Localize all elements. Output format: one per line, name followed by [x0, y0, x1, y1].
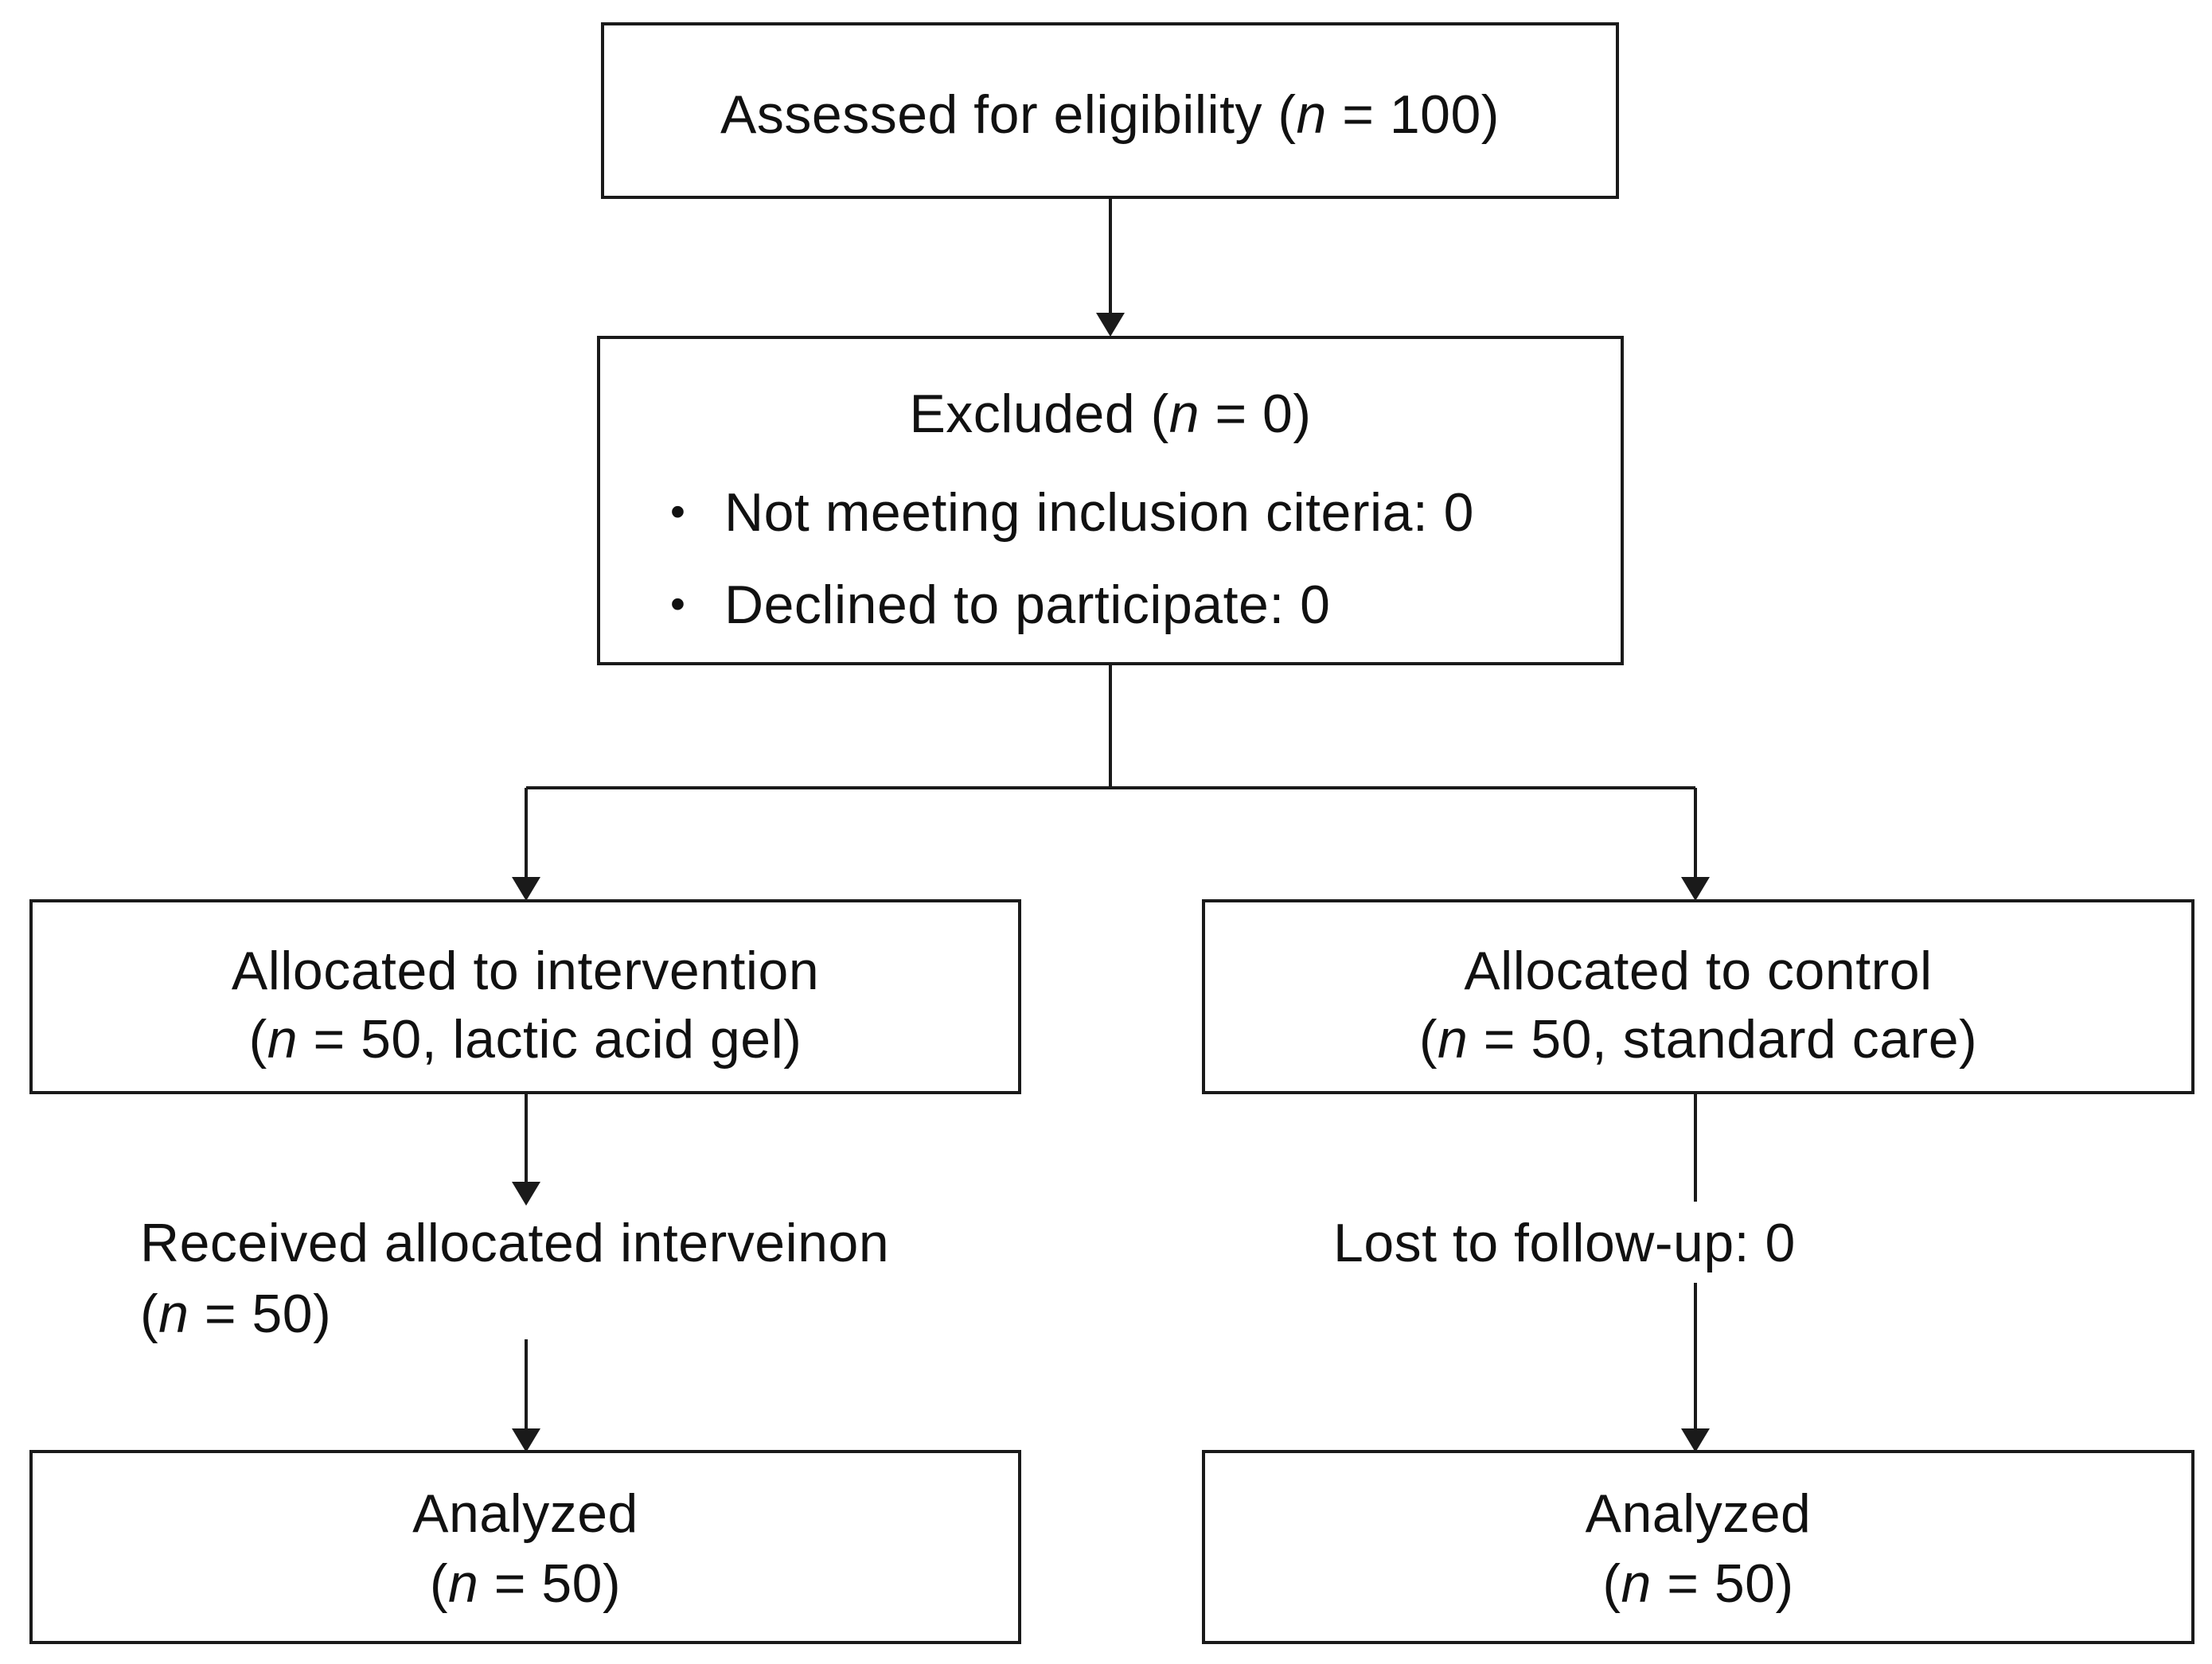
assessed-label: Assessed for eligibility (n = 100) — [720, 84, 1500, 145]
assessed-box: Assessed for eligibility (n = 100) — [601, 22, 1619, 199]
arrowhead-received — [512, 1182, 540, 1206]
analyzed-left-count: (n = 50) — [429, 1553, 622, 1614]
lost-to-follow-up: Lost to follow-up: 0 — [1333, 1213, 1796, 1273]
control-box: Allocated to control (n = 50, standard c… — [1202, 899, 2194, 1094]
excluded-title: Excluded (n = 0) — [909, 384, 1312, 444]
arrowhead-analyzed-left — [512, 1428, 540, 1452]
arrowhead-analyzed-right — [1681, 1428, 1710, 1452]
analyzed-left-title: Analyzed — [412, 1483, 638, 1544]
control-title: Allocated to control — [1464, 941, 1933, 1001]
analyzed-left-box: Analyzed (n = 50) — [29, 1450, 1021, 1644]
bullet-glyph: • — [670, 488, 685, 536]
excluded-reason-not-meeting: Not meeting inclusion citeria: 0 — [724, 482, 1475, 543]
arrowhead-control — [1681, 877, 1710, 901]
excluded-box: Excluded (n = 0) • Not meeting inclusion… — [597, 336, 1624, 665]
intervention-title: Allocated to intervention — [231, 941, 820, 1001]
excluded-reason-declined: Declined to participate: 0 — [724, 575, 1331, 635]
received-line2: (n = 50) — [140, 1284, 332, 1344]
analyzed-right-box: Analyzed (n = 50) — [1202, 1450, 2194, 1644]
bullet-glyph: • — [670, 580, 685, 628]
intervention-box: Allocated to intervention (n = 50, lacti… — [29, 899, 1021, 1094]
analyzed-right-title: Analyzed — [1585, 1483, 1812, 1544]
arrowhead-intervention — [512, 877, 540, 901]
arrowhead-excluded — [1096, 313, 1125, 337]
received-line1: Received allocated interveinon — [140, 1213, 890, 1273]
control-detail: (n = 50, standard care) — [1418, 1009, 1978, 1070]
analyzed-right-count: (n = 50) — [1602, 1553, 1794, 1614]
intervention-detail: (n = 50, lactic acid gel) — [248, 1009, 802, 1070]
